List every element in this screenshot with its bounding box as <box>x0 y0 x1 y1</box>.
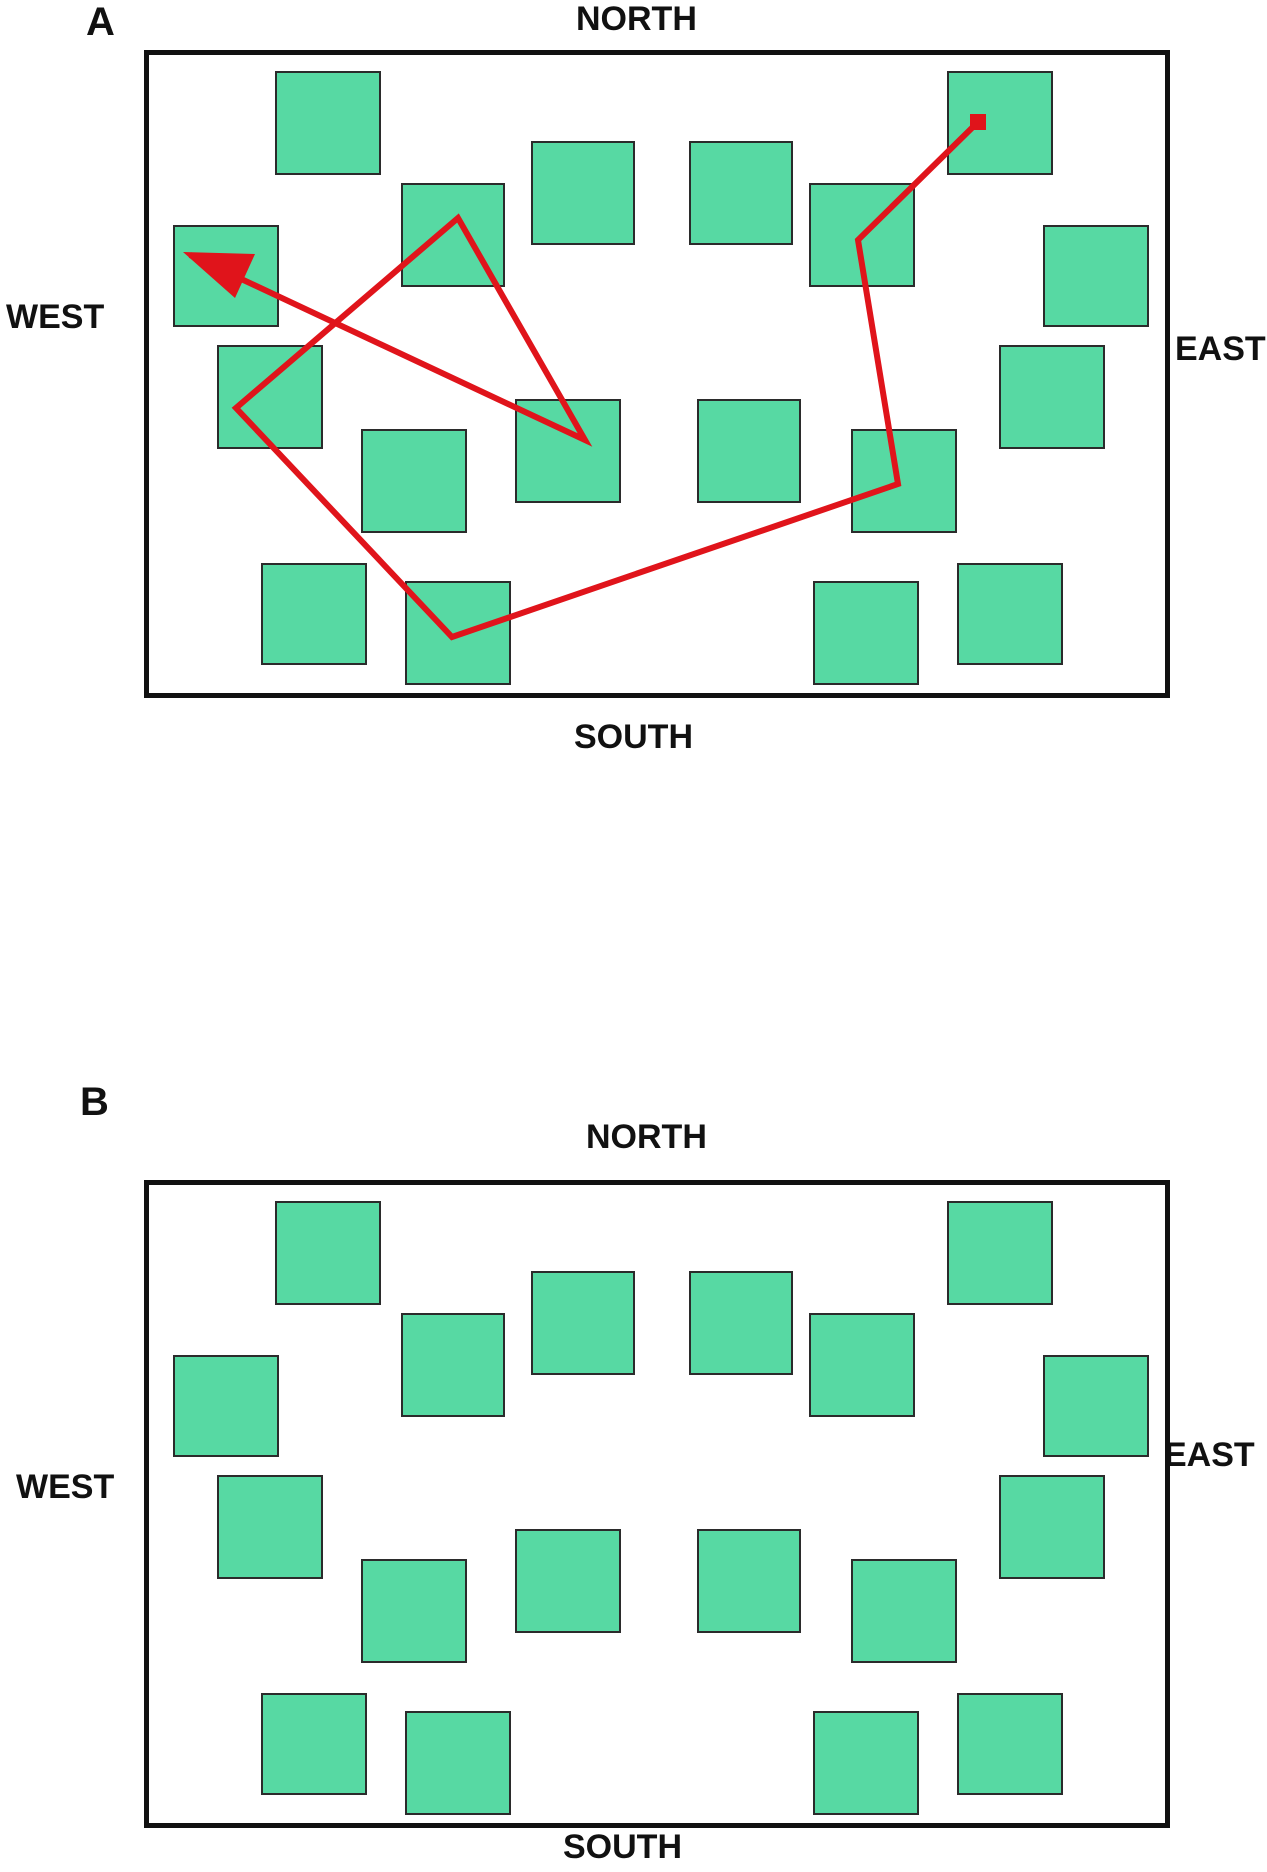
landmark-box <box>813 1711 919 1815</box>
landmark-box <box>515 1529 621 1633</box>
landmark-box <box>999 1475 1105 1579</box>
landmark-box <box>531 1271 635 1375</box>
landmark-box <box>275 71 381 175</box>
landmark-box <box>405 1711 511 1815</box>
landmark-box <box>1043 1355 1149 1457</box>
landmark-box <box>689 1271 793 1375</box>
landmark-box <box>261 1693 367 1795</box>
landmark-box <box>947 71 1053 175</box>
arena <box>144 50 1170 698</box>
landmark-box <box>361 429 467 533</box>
landmark-box <box>809 1313 915 1417</box>
east-label: EAST <box>1164 1436 1255 1474</box>
north-label: NORTH <box>586 1118 707 1156</box>
landmark-box <box>697 1529 801 1633</box>
landmark-box <box>697 399 801 503</box>
landmark-box <box>217 1475 323 1579</box>
swim-path <box>183 114 986 641</box>
landmark-box <box>261 563 367 665</box>
arrow-head <box>183 252 255 298</box>
landmark-box <box>957 563 1063 665</box>
landmark-box <box>999 345 1105 449</box>
landmark-box <box>813 581 919 685</box>
arena <box>144 1180 1170 1828</box>
east-label: EAST <box>1175 330 1266 368</box>
start-marker <box>970 114 986 130</box>
landmark-box <box>275 1201 381 1305</box>
north-label: NORTH <box>576 0 697 38</box>
landmark-box <box>531 141 635 245</box>
panel-letter: B <box>80 1080 109 1124</box>
landmark-box <box>851 1559 957 1663</box>
landmark-box <box>947 1201 1053 1305</box>
south-label: SOUTH <box>574 718 693 756</box>
landmark-box <box>401 1313 505 1417</box>
landmark-box <box>173 1355 279 1457</box>
landmark-box <box>957 1693 1063 1795</box>
panel-b: B NORTH WEST EAST SOUTH <box>0 1070 1267 1872</box>
landmark-box <box>217 345 323 449</box>
panel-a: A NORTH WEST EAST SOUTH <box>0 0 1267 760</box>
west-label: WEST <box>16 1468 115 1506</box>
landmark-box <box>851 429 957 533</box>
panel-letter: A <box>86 0 115 44</box>
landmark-box <box>361 1559 467 1663</box>
path-line <box>188 119 981 641</box>
landmark-box <box>1043 225 1149 327</box>
south-label: SOUTH <box>563 1828 682 1866</box>
west-label: WEST <box>6 298 105 336</box>
landmark-box <box>689 141 793 245</box>
